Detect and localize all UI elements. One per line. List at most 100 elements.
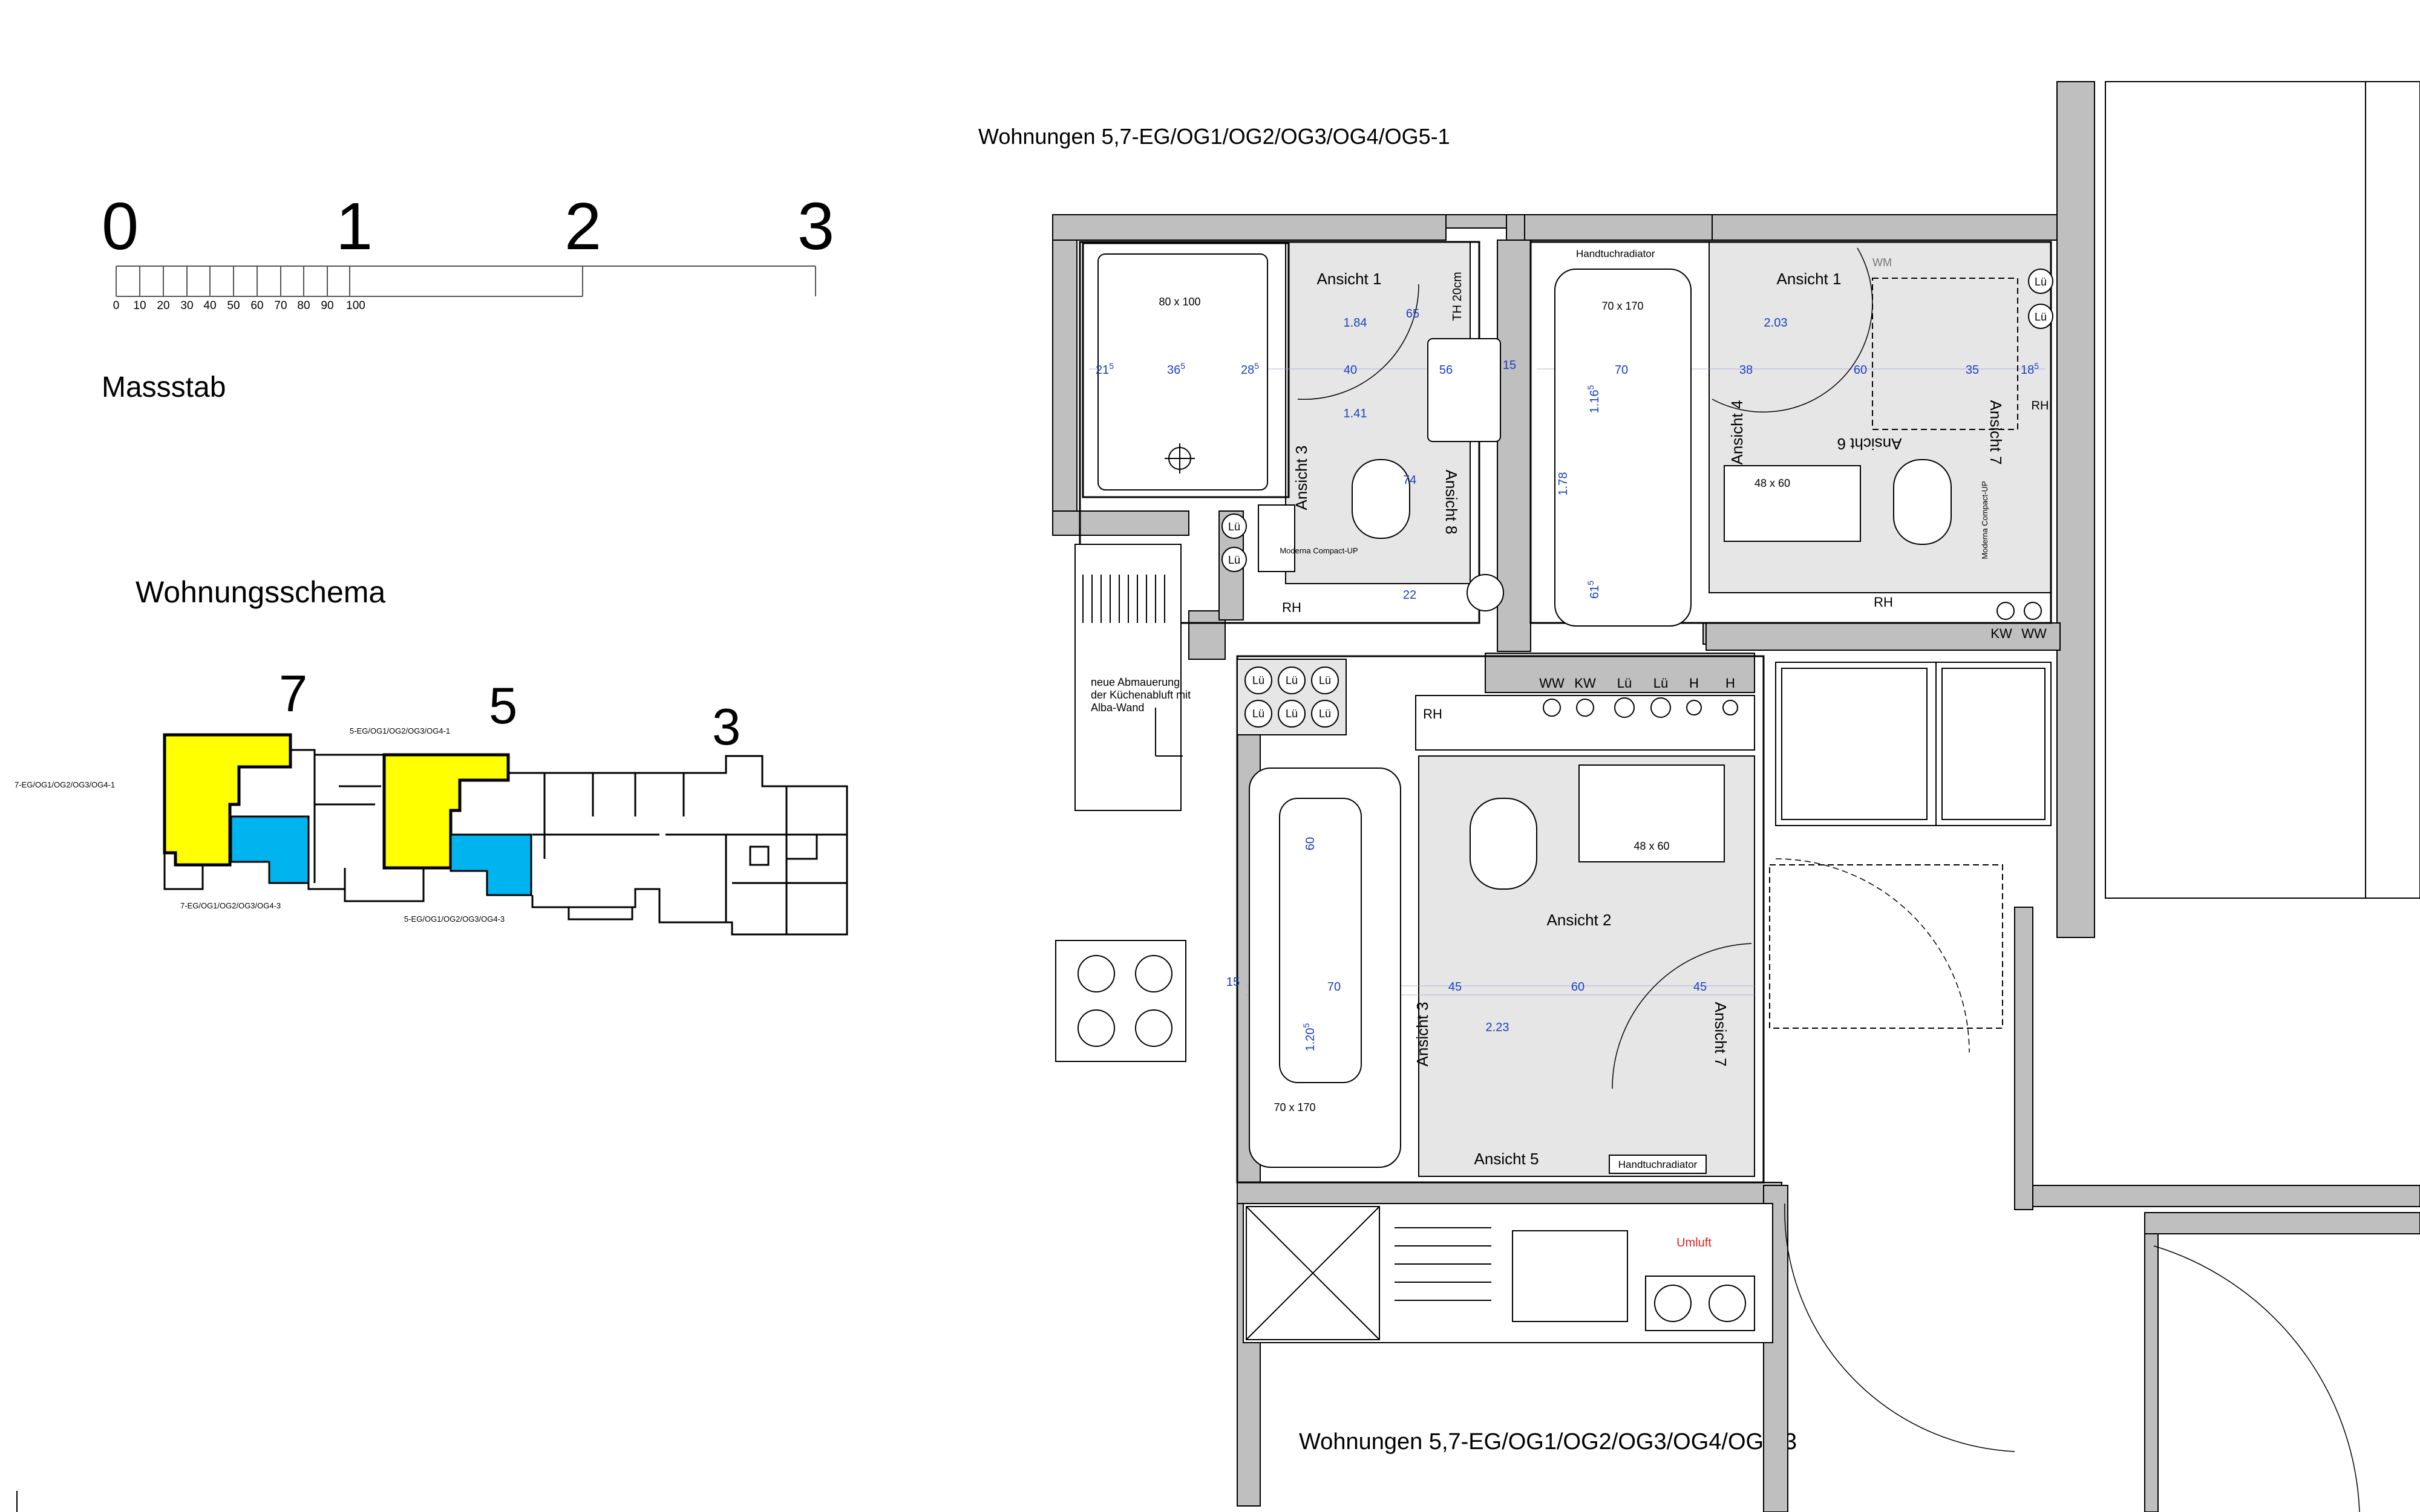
dimension: 285 xyxy=(1241,361,1259,377)
view-label: Ansicht 6 xyxy=(1837,435,1902,453)
wc-label: Moderna Compact-UP xyxy=(1280,546,1358,555)
view-label: Ansicht 5 xyxy=(1474,1150,1539,1168)
dimension: 215 xyxy=(1096,361,1114,377)
view-label: Ansicht 3 xyxy=(1292,446,1310,510)
vent-label: Lü xyxy=(1228,554,1240,566)
floor-plan: 80 x 100 Lü Lü Moderna Compact-UP Ansich… xyxy=(16,81,2420,1512)
plan-title-bottom: Wohnungen 5,7-EG/OG1/OG2/OG3/OG4/OG5-3 xyxy=(1299,1429,1797,1455)
view-label: Ansicht 1 xyxy=(1777,270,1842,288)
scale-minor-100: 100 xyxy=(346,299,365,312)
vent-label: Lü xyxy=(1319,674,1331,686)
hood-label: Umluft xyxy=(1676,1236,1712,1250)
dimension: 74 xyxy=(1403,474,1416,487)
dimension: 1.78 xyxy=(1557,472,1570,496)
radiator-label: RH xyxy=(1282,600,1301,615)
scale-minor-60: 60 xyxy=(250,299,264,312)
pipe-label: KW xyxy=(1574,676,1596,691)
schema-label-5-3: 5-EG/OG1/OG2/OG3/OG4-3 xyxy=(404,914,505,924)
dimension: 45 xyxy=(1693,980,1707,994)
basin-size: 48 x 60 xyxy=(1634,840,1669,852)
schema-label-7-3: 7-EG/OG1/OG2/OG3/OG4-3 xyxy=(180,901,281,910)
dimension: 60 xyxy=(1571,980,1584,994)
vent-label: Lü xyxy=(1286,674,1298,686)
schema-apartment-3: 3 xyxy=(712,699,741,756)
pipe-label: KW xyxy=(1990,626,2012,641)
scale-minor-50: 50 xyxy=(227,299,240,312)
pipe-label: WW xyxy=(1539,676,1565,691)
pipe-label: H xyxy=(1725,676,1735,691)
view-label: Ansicht 7 xyxy=(1987,400,2005,465)
dimension: 22 xyxy=(1403,588,1416,602)
vent-note: Alba-Wand xyxy=(1091,702,1144,714)
radiator-label: RH xyxy=(1874,595,1893,610)
view-label: Ansicht 4 xyxy=(1728,400,1746,465)
view-label: Ansicht 8 xyxy=(1442,470,1460,535)
scale-minor-90: 90 xyxy=(321,299,334,312)
vent-label: Lü xyxy=(1286,708,1298,720)
dimension: 40 xyxy=(1344,363,1357,377)
schema-label-5-1: 5-EG/OG1/OG2/OG3/OG4-1 xyxy=(350,726,451,735)
scale-minor-20: 20 xyxy=(157,299,170,312)
dimension: 35 xyxy=(1966,363,1979,377)
plan-title-top: Wohnungen 5,7-EG/OG1/OG2/OG3/OG4/OG5-1 xyxy=(978,124,1450,149)
tub-size: 70 x 170 xyxy=(1601,300,1643,312)
view-label: Ansicht 7 xyxy=(1712,1002,1730,1067)
view-label: Ansicht 2 xyxy=(1547,911,1612,929)
wc-label: Moderna Compact-UP xyxy=(1980,481,1989,559)
basin-size: 48 x 60 xyxy=(1754,477,1790,489)
vent-label: Lü xyxy=(1228,521,1240,533)
dimension: 70 xyxy=(1615,363,1628,377)
pipe-label: H xyxy=(1689,676,1699,691)
dimension: 1.41 xyxy=(1344,407,1367,420)
dimension: 15 xyxy=(1226,976,1240,989)
dimension: 45 xyxy=(1448,980,1462,994)
dimension: 70 xyxy=(1327,980,1341,994)
dimension: 56 xyxy=(1439,363,1453,377)
dimension: 2.03 xyxy=(1764,316,1788,330)
vent-label: Lü xyxy=(1319,708,1331,720)
pipe-label: Lü xyxy=(1653,676,1668,691)
schema-title: Wohnungsschema xyxy=(136,575,386,609)
scale-minor-70: 70 xyxy=(274,299,287,312)
dimension: 1.165 xyxy=(1586,385,1601,413)
shower-size: 80 x 100 xyxy=(1159,296,1200,308)
dimension: 60 xyxy=(1854,363,1867,377)
dimension: 60 xyxy=(1304,837,1317,850)
scale-minor-10: 10 xyxy=(133,299,146,312)
schema-label-7-1: 7-EG/OG1/OG2/OG3/OG4-1 xyxy=(15,780,116,789)
dimension: 1.205 xyxy=(1301,1023,1317,1051)
scale-bar xyxy=(116,266,816,297)
dimension: 185 xyxy=(2021,361,2039,377)
towel-radiator-label: Handtuchradiator xyxy=(1618,1159,1698,1170)
scale-label: Massstab xyxy=(102,371,226,403)
washer-label: WM xyxy=(1872,256,1892,269)
view-label: Ansicht 1 xyxy=(1317,270,1382,288)
dimension: 1.84 xyxy=(1344,316,1367,330)
dimension: 65 xyxy=(1406,307,1419,321)
wall-note: TH 20cm xyxy=(1451,272,1464,321)
scale-minor-0: 0 xyxy=(113,299,120,312)
vent-note: der Küchenabluft mit xyxy=(1091,689,1191,701)
scale-minor-30: 30 xyxy=(180,299,194,312)
pipe-label: WW xyxy=(2021,626,2047,641)
dimension: 38 xyxy=(1739,363,1753,377)
scale-minor-40: 40 xyxy=(203,299,217,312)
scale-major-3: 3 xyxy=(797,189,835,264)
view-label: Ansicht 3 xyxy=(1413,1002,1431,1067)
scale-minor-80: 80 xyxy=(297,299,310,312)
scale-major-1: 1 xyxy=(336,189,373,264)
dimension: 365 xyxy=(1167,361,1185,377)
apartment-schema xyxy=(163,733,848,936)
scale-major-2: 2 xyxy=(564,189,602,264)
pipe-label: Lü xyxy=(1617,676,1632,691)
radiator-label: RH xyxy=(2032,399,2049,412)
vent-note: neue Abmauerung xyxy=(1091,676,1180,688)
towel-radiator-label: Handtuchradiator xyxy=(1576,248,1655,259)
schema-apartment-7: 7 xyxy=(279,665,308,723)
scale-major-0: 0 xyxy=(102,189,139,264)
vent-label: Lü xyxy=(2035,276,2047,288)
vent-label: Lü xyxy=(1252,674,1264,686)
vent-label: Lü xyxy=(1252,708,1264,720)
dimension: 2.23 xyxy=(1486,1021,1509,1034)
radiator-label: RH xyxy=(1423,706,1442,722)
